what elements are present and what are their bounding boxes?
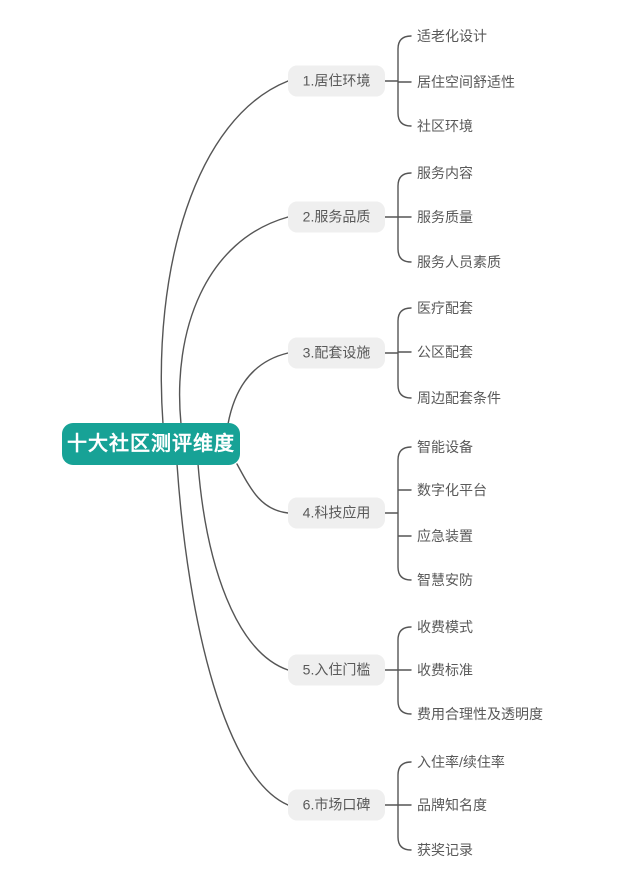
- edge-root-branch-5: [197, 463, 289, 671]
- bracket-branch-1: [384, 35, 412, 127]
- leaf-node-2-2[interactable]: 服务质量: [417, 209, 473, 225]
- leaf-node-4-4[interactable]: 智慧安防: [417, 572, 473, 588]
- root-node[interactable]: 十大社区测评维度: [62, 423, 240, 465]
- leaf-node-1-1[interactable]: 适老化设计: [417, 28, 487, 44]
- leaf-node-4-1[interactable]: 智能设备: [417, 439, 473, 455]
- bracket-branch-4: [384, 446, 412, 581]
- leaf-node-4-2[interactable]: 数字化平台: [417, 482, 487, 498]
- bracket-branch-5: [384, 626, 412, 715]
- leaf-node-1-3[interactable]: 社区环境: [417, 118, 473, 134]
- edge-root-branch-3: [227, 352, 289, 425]
- edge-root-branch-6: [176, 463, 289, 806]
- leaf-node-5-2[interactable]: 收费标准: [417, 662, 473, 678]
- branch-node-4[interactable]: 4.科技应用: [288, 497, 385, 529]
- bracket-branch-3: [384, 307, 412, 399]
- bracket-branch-2: [384, 172, 412, 263]
- edge-root-branch-1: [160, 80, 289, 425]
- leaf-node-2-1[interactable]: 服务内容: [417, 165, 473, 181]
- leaf-node-5-3[interactable]: 费用合理性及透明度: [417, 706, 543, 722]
- leaf-node-3-2[interactable]: 公区配套: [417, 344, 473, 360]
- branch-node-5[interactable]: 5.入住门槛: [288, 654, 385, 686]
- leaf-node-1-2[interactable]: 居住空间舒适性: [417, 74, 515, 90]
- leaf-node-4-3[interactable]: 应急装置: [417, 528, 473, 544]
- leaf-node-2-3[interactable]: 服务人员素质: [417, 254, 501, 270]
- leaf-node-5-1[interactable]: 收费模式: [417, 619, 473, 635]
- leaf-node-3-1[interactable]: 医疗配套: [417, 300, 473, 316]
- leaf-node-6-1[interactable]: 入住率/续住率: [417, 754, 505, 770]
- leaf-node-6-2[interactable]: 品牌知名度: [417, 797, 487, 813]
- leaf-node-6-3[interactable]: 获奖记录: [417, 842, 473, 858]
- edge-root-branch-4: [236, 463, 289, 514]
- branch-node-1[interactable]: 1.居住环境: [288, 65, 385, 97]
- branch-node-2[interactable]: 2.服务品质: [288, 201, 385, 233]
- edge-root-branch-2: [178, 216, 289, 425]
- leaf-node-3-3[interactable]: 周边配套条件: [417, 390, 501, 406]
- bracket-branch-6: [384, 761, 412, 851]
- branch-node-6[interactable]: 6.市场口碑: [288, 789, 385, 821]
- branch-node-3[interactable]: 3.配套设施: [288, 337, 385, 369]
